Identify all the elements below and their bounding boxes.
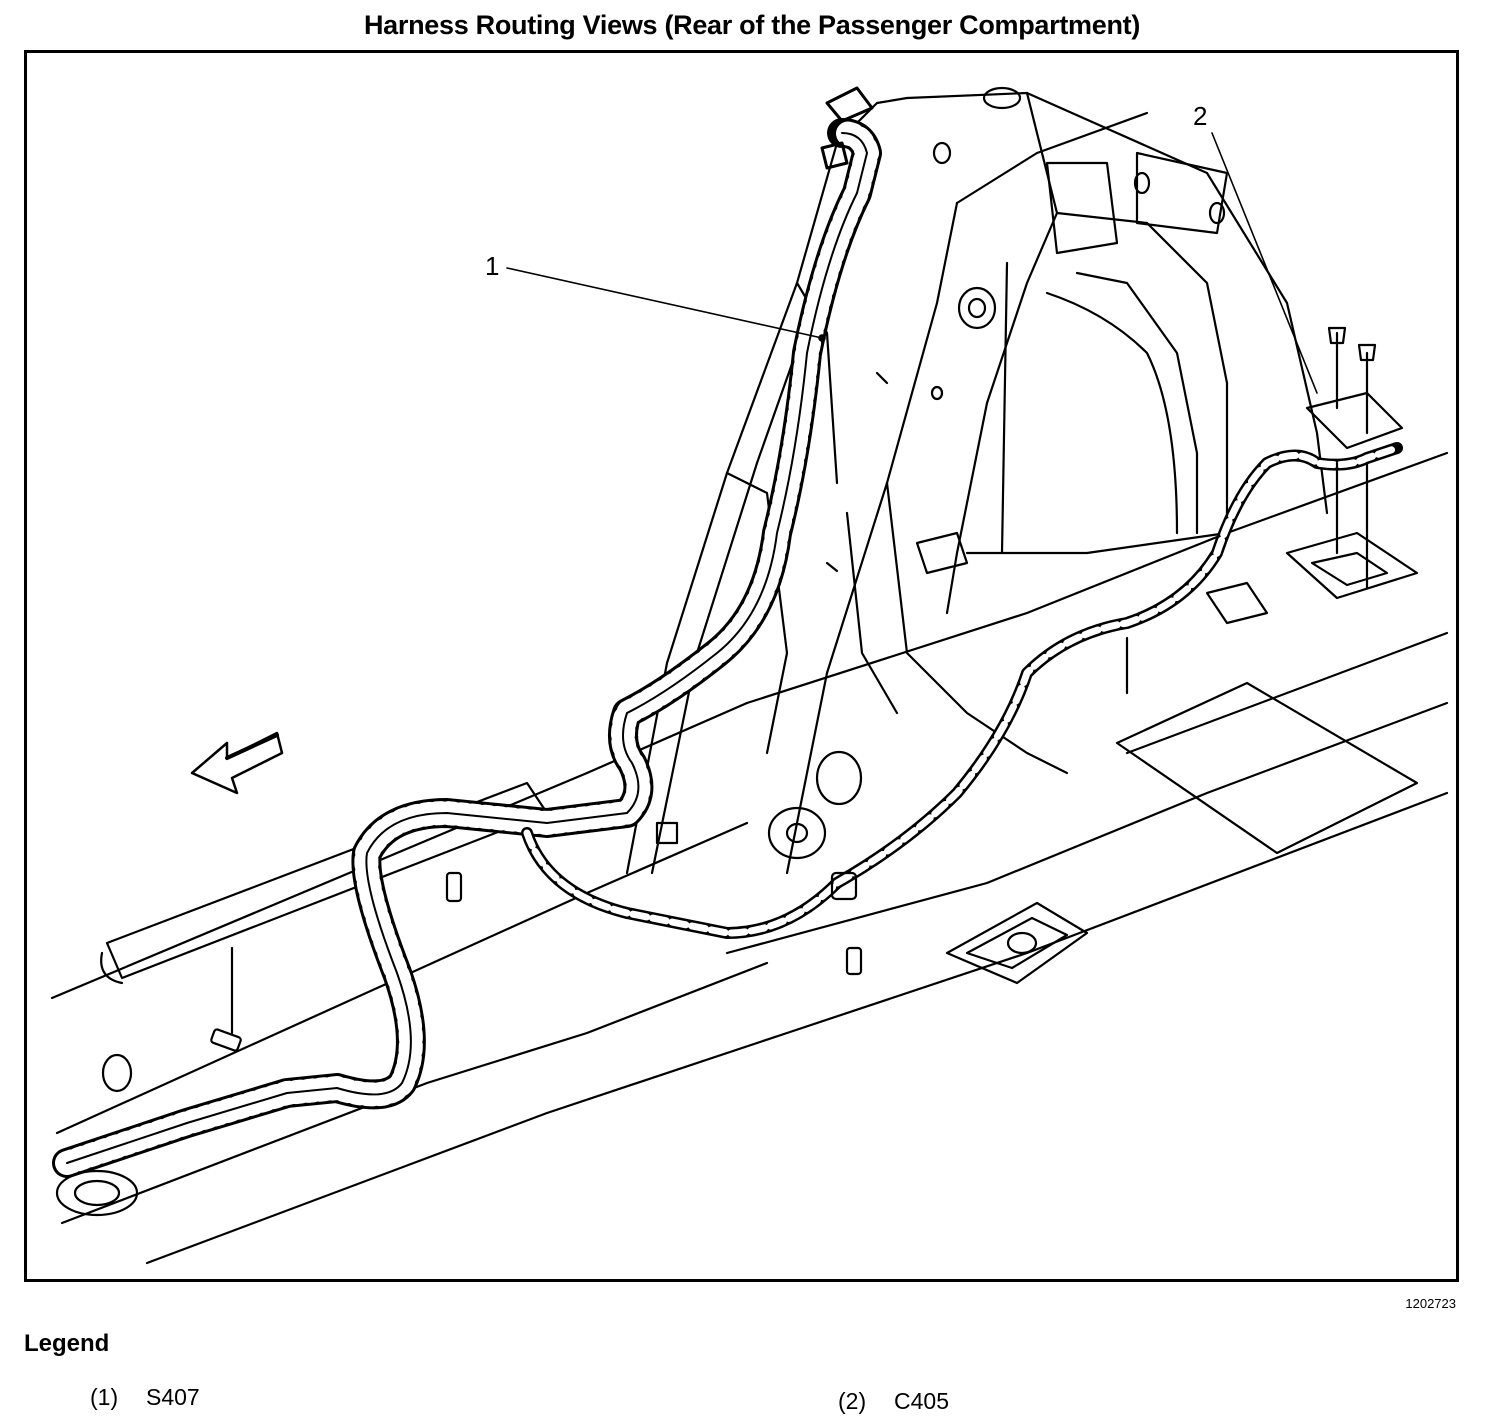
main-harness-s407	[52, 86, 882, 1178]
legend-item-text: S407	[146, 1384, 200, 1410]
branch-harness-c405	[521, 442, 1403, 939]
callout-2: 2	[1193, 101, 1207, 131]
legend-heading: Legend	[24, 1330, 110, 1357]
c405-bracket	[1305, 326, 1404, 590]
rear-floor-pan	[945, 531, 1419, 985]
floor-panel-lines	[50, 451, 1449, 1265]
legend-item-2: (2) C405	[838, 1388, 949, 1415]
legend-item-number: (2)	[838, 1388, 867, 1414]
rear-pillar-structure	[625, 91, 1329, 875]
callout-leaders	[506, 132, 1318, 394]
legend-item-text: C405	[894, 1388, 949, 1414]
diagram-title: Harness Routing Views (Rear of the Passe…	[363, 10, 1141, 40]
legend-item-number: (1)	[90, 1384, 119, 1410]
figure-id: 1202723	[1405, 1296, 1456, 1311]
front-direction-arrow	[190, 731, 284, 795]
callout-1: 1	[485, 251, 499, 281]
legend-item-1: (1) S407	[90, 1384, 200, 1411]
harness-routing-illustration: 1 2	[50, 86, 1449, 1265]
body-holes	[55, 86, 1226, 1217]
diagram-frame: 1 2	[24, 50, 1459, 1282]
harness-clips	[210, 371, 1129, 1052]
